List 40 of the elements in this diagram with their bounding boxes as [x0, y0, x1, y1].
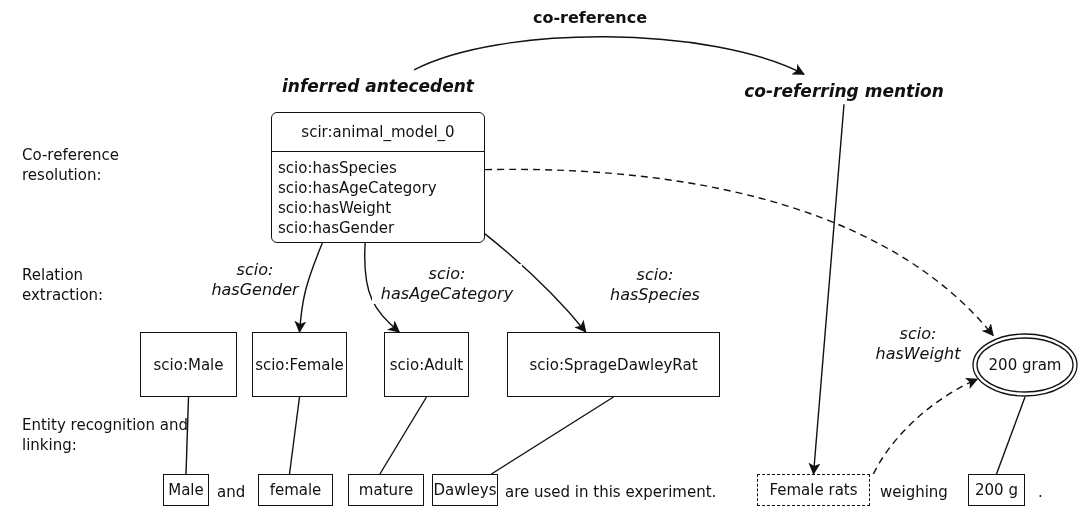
arrow: [484, 233, 587, 333]
annotation-label: inferred antecedent: [272, 74, 484, 98]
arrow: [872, 378, 979, 475]
sentence-text: .: [1038, 482, 1043, 502]
entity-box: 200 g: [968, 474, 1025, 506]
arrow: [484, 168, 994, 337]
edge-label: scio: hasAgeCategory: [372, 264, 522, 304]
link-line: [288, 396, 301, 475]
stage-label: Entity recognition and linking:: [22, 415, 189, 455]
property-name: scio:hasSpecies: [277, 158, 398, 178]
mention-box: Female rats: [757, 474, 870, 506]
entity-box: scio:Adult: [384, 332, 469, 397]
sentence-text: weighing: [880, 482, 948, 502]
property-name: scio:hasGender: [277, 218, 396, 238]
link-line: [995, 396, 1026, 475]
property-name: scio:hasAgeCategory: [277, 178, 438, 198]
instance-box: [271, 112, 485, 243]
entity-box: mature: [348, 474, 424, 506]
entity-box: scio:Male: [140, 332, 237, 397]
property-name: scio:hasWeight: [277, 198, 393, 218]
sentence-text: are used in this experiment.: [505, 482, 717, 502]
arrow: [364, 242, 401, 333]
edge-label: co-reference: [531, 8, 649, 28]
arrow: [294, 242, 324, 333]
link-line: [379, 396, 428, 475]
literal-text: 200 gram: [988, 356, 1062, 374]
link-line: [490, 396, 615, 475]
entity-box: female: [258, 474, 333, 506]
arrow: [413, 36, 805, 76]
sentence-text: and: [217, 482, 246, 502]
entity-box: scio:SprageDawleyRat: [507, 332, 720, 397]
annotation-label: co-referring mention: [733, 79, 955, 103]
stage-label: Relation extraction:: [22, 265, 105, 305]
entity-box: Male: [163, 474, 209, 506]
arrow: [808, 103, 845, 475]
instance-name: scir:animal_model_0: [272, 113, 484, 152]
link-line: [185, 396, 190, 475]
stage-label: Co-reference resolution:: [22, 145, 120, 185]
entity-box: scio:Female: [252, 332, 347, 397]
entity-box: Dawleys: [432, 474, 498, 506]
